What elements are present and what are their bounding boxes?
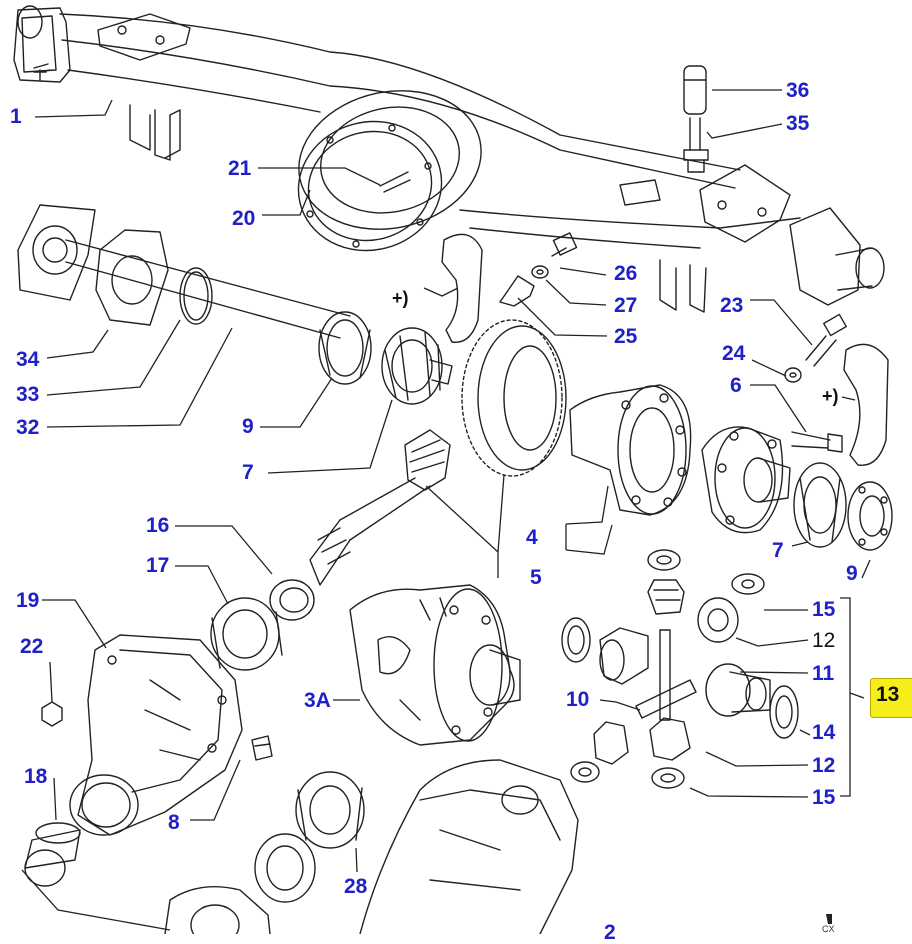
label-11: 11 — [812, 662, 835, 685]
label-18: 18 — [24, 765, 48, 788]
label-9-right: 9 — [846, 562, 858, 585]
label-4: 4 — [526, 526, 538, 549]
bearing-left — [318, 311, 453, 405]
bolt-26 — [531, 232, 578, 279]
nut-22 — [41, 701, 63, 727]
label-13: 13 — [876, 683, 900, 706]
label-24: 24 — [722, 342, 746, 365]
corner-text: CX — [822, 924, 835, 934]
flange-lower — [164, 885, 271, 934]
bearing-cap-left — [441, 233, 483, 344]
label-7-right: 7 — [772, 539, 784, 562]
label-6: 6 — [730, 374, 742, 397]
label-19: 19 — [16, 589, 40, 612]
highlight-13 — [870, 678, 912, 718]
diff-gears — [561, 549, 799, 789]
bearing-28 — [295, 771, 365, 849]
axle-shaft-32 — [17, 204, 351, 339]
washer-16 — [269, 579, 315, 621]
bearing-17 — [210, 597, 283, 671]
pinion-gear — [309, 429, 451, 586]
label-12-bottom: 12 — [812, 754, 836, 777]
stud-21 — [379, 171, 411, 193]
seal-lower — [254, 833, 316, 903]
bolt-6 — [791, 431, 843, 453]
diff-case-4 — [569, 384, 791, 534]
ring-gear-5 — [461, 319, 567, 477]
label-17: 17 — [146, 554, 170, 577]
label-28: 28 — [344, 875, 368, 898]
label-20: 20 — [232, 207, 256, 230]
diff-assembly-3A — [349, 584, 521, 746]
label-10: 10 — [566, 688, 590, 711]
corner-mark-icon — [826, 914, 832, 924]
lock-plate-25 — [499, 275, 535, 307]
label-8: 8 — [168, 811, 180, 834]
bearing-right — [793, 462, 893, 551]
label-plus-right: +) — [822, 386, 839, 406]
label-34: 34 — [16, 348, 40, 371]
label-35: 35 — [786, 112, 810, 135]
plug-8 — [251, 735, 273, 761]
leader-lines — [21, 89, 871, 931]
label-12-top: 12 — [812, 629, 836, 652]
label-16: 16 — [146, 514, 170, 537]
label-22: 22 — [20, 635, 44, 658]
label-14: 14 — [812, 721, 836, 744]
label-27: 27 — [614, 294, 638, 317]
carrier-assembly-lower — [359, 759, 579, 934]
label-15-bottom: 15 — [812, 786, 836, 809]
label-32: 32 — [16, 416, 40, 439]
label-23: 23 — [720, 294, 744, 317]
label-2: 2 — [604, 921, 616, 944]
label-26: 26 — [614, 262, 638, 285]
label-21: 21 — [228, 157, 252, 180]
carrier-19 — [69, 634, 243, 836]
breather-36-35 — [683, 65, 709, 173]
label-15-top: 15 — [812, 598, 836, 621]
label-25: 25 — [614, 325, 638, 348]
bearing-cap-right — [843, 343, 889, 466]
label-36: 36 — [786, 79, 810, 102]
sleeve-18 — [24, 822, 81, 887]
label-3A: 3A — [304, 689, 331, 712]
axle-housing — [13, 5, 885, 313]
label-33: 33 — [16, 383, 40, 406]
label-5: 5 — [530, 566, 542, 589]
label-7-left: 7 — [242, 461, 254, 484]
label-9-left: 9 — [242, 415, 254, 438]
label-plus-left: +) — [392, 288, 409, 308]
label-1: 1 — [10, 105, 22, 128]
gasket-20 — [297, 120, 443, 252]
